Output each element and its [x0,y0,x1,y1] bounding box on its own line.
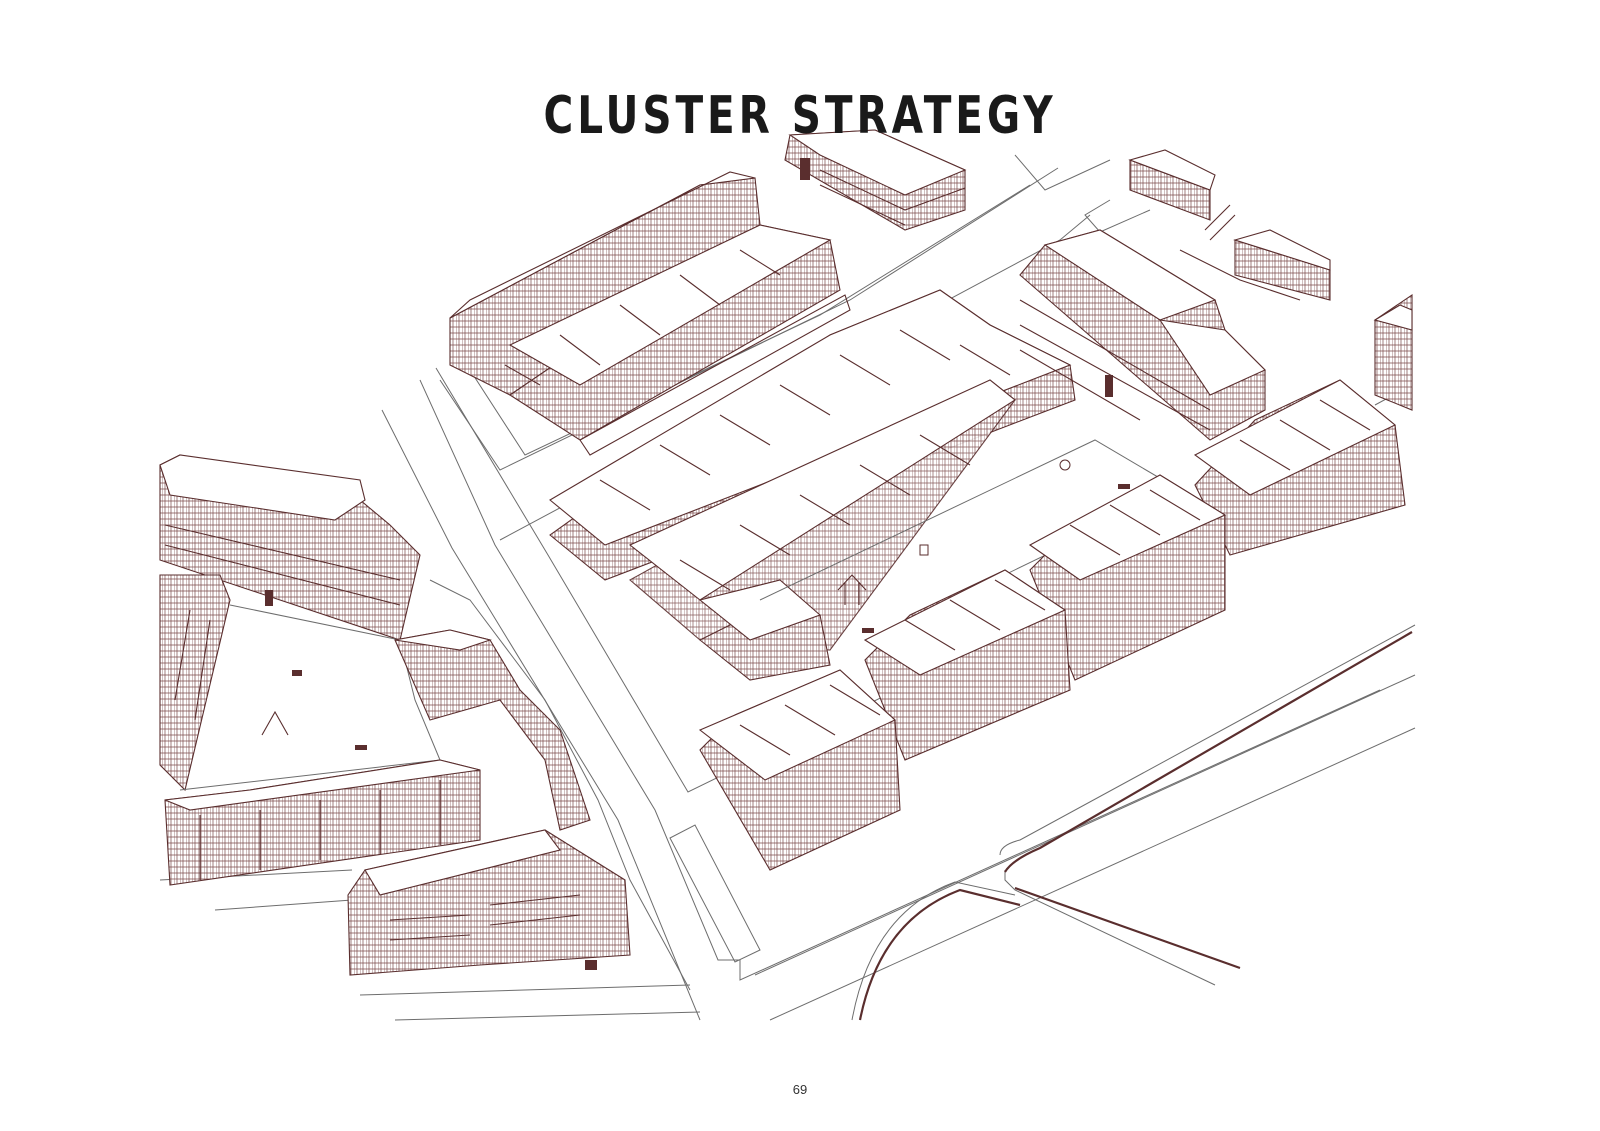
building-fragment-east-edge [1373,293,1413,411]
apartment-blocks-south-east [698,379,1406,871]
apartment-block-north [784,129,967,231]
terrace-block-central [549,289,1076,681]
apartment-block-east [1019,229,1266,441]
west-cluster [159,454,631,976]
page-number: 69 [792,1082,808,1097]
townhouse-cluster-north-east [1128,149,1331,301]
terrace-block-north-west [449,171,851,456]
page-title: CLUSTER STRATEGY [543,86,1057,146]
